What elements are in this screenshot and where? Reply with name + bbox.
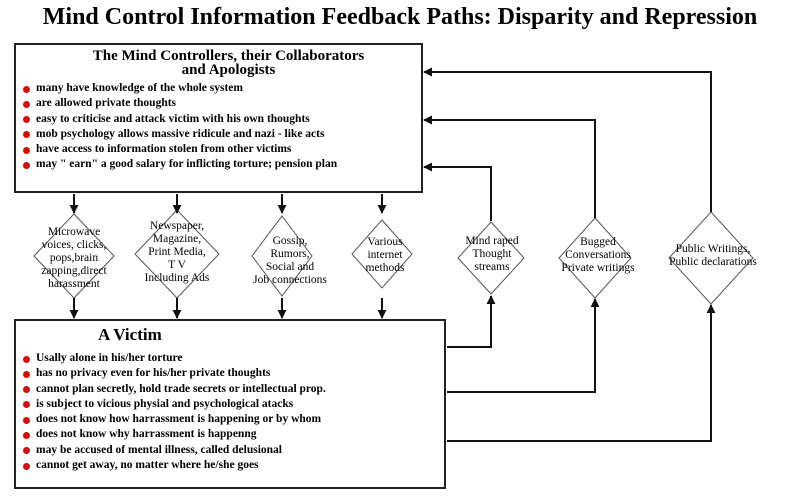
controllers-box: The Mind Controllers, their Collaborator… [14, 43, 423, 193]
controllers-bullet: are allowed private thoughts [20, 96, 421, 111]
channel-label-bugged-conversations: Bugged Conversations Private writings [561, 236, 635, 274]
channel-label-thought-streams: Mind raped Thought streams [465, 235, 519, 273]
controllers-heading: The Mind Controllers, their Collaborator… [92, 48, 365, 78]
channel-diamond-bugged-conversations [558, 217, 632, 299]
victim-bullet: cannot plan secretly, hold trade secrets… [20, 382, 444, 397]
controllers-bullet: many have knowledge of the whole system [20, 81, 421, 96]
victim-bullet: is subject to vicious physial and psycho… [20, 397, 444, 412]
channel-label-internet: Various internet methods [365, 236, 405, 274]
channel-diamond-gossip [251, 215, 313, 297]
victim-bullet: cannot get away, no matter where he/she … [20, 458, 444, 473]
channel-diamond-public-writings [668, 211, 754, 305]
victim-bullet: has no privacy even for his/her private … [20, 366, 444, 381]
arrow-victim-to-bugged-conversations [447, 298, 600, 393]
channel-label-public-writings: Public Writings, Public declarations [669, 243, 757, 268]
victim-bullet: may be accused of mental illness, called… [20, 443, 444, 458]
diamond-layer [33, 209, 754, 305]
arrow-layer [69, 67, 716, 442]
controllers-bullet: may " earn" a good salary for inflicting… [20, 157, 421, 172]
arrow-bugged-conversations-to-controllers [423, 115, 596, 218]
controllers-bullet-list: many have knowledge of the whole system … [20, 81, 421, 173]
arrow-victim-to-public-writings [447, 304, 716, 442]
controllers-bullet: have access to information stolen from o… [20, 142, 421, 157]
victim-bullet-list: Usally alone in his/her torture has no p… [20, 351, 444, 473]
channel-label-gossip: Gossip, Rumors, Social and Job connectio… [253, 235, 327, 286]
channel-diamond-internet [351, 219, 413, 289]
arrow-thought-streams-to-controllers [423, 162, 492, 221]
victim-bullet: does not know how harrassment is happeni… [20, 412, 444, 427]
channel-diamond-thought-streams [457, 221, 525, 295]
controllers-bullet: easy to criticise and attack victim with… [20, 112, 421, 127]
victim-bullet: does not know why harrassment is happenn… [20, 427, 444, 442]
channel-label-microwave: Microwave voices, clicks, pops,brain zap… [41, 226, 107, 290]
victim-box: A Victim Usally alone in his/her torture… [14, 319, 446, 489]
victim-heading: A Victim [98, 325, 162, 344]
controllers-bullet: mob psychology allows massive ridicule a… [20, 127, 421, 142]
victim-bullet: Usally alone in his/her torture [20, 351, 444, 366]
channel-label-print-media: Newspaper, Magazine, Print Media, T V In… [144, 220, 210, 284]
arrow-public-writings-to-controllers [423, 67, 712, 212]
arrow-victim-to-thought-streams [447, 295, 496, 348]
diagram-title: Mind Control Information Feedback Paths:… [42, 4, 758, 30]
